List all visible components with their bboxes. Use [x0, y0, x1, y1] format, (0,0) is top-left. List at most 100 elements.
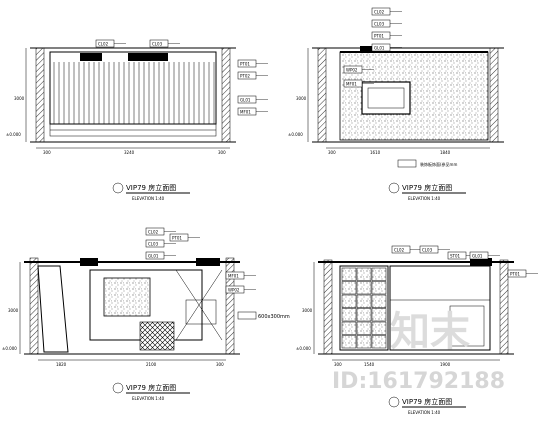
wall-hatch-left: [35, 47, 45, 143]
drawing-scale: ELEVATION 1:40: [408, 410, 441, 415]
stone-tile: [341, 335, 357, 349]
dim-mid: 3240: [124, 150, 135, 155]
dim-base: ±0.000: [2, 346, 17, 351]
stone-tile: [356, 294, 372, 308]
material-tag-label: CL03: [374, 22, 385, 27]
material-tag-label: CL02: [98, 42, 109, 47]
dim-height: 3000: [8, 308, 19, 313]
stone-tile: [356, 267, 372, 281]
material-tag-label: GL01: [240, 98, 251, 103]
dim-right: 1840: [440, 150, 451, 155]
material-tag-label: WP02: [346, 68, 358, 73]
dim-base: ±0.000: [296, 346, 311, 351]
stone-tile: [371, 321, 387, 335]
dim-left: 300: [328, 150, 336, 155]
watermark-logo: 知末: [390, 309, 470, 355]
drawing-scale: ELEVATION 1:40: [132, 396, 165, 401]
ceiling-fixture-right: [196, 258, 220, 266]
material-tag-label: CL02: [394, 248, 405, 253]
stone-tile: [371, 308, 387, 322]
dim-right: 1900: [440, 362, 451, 367]
material-tag: CL02: [391, 245, 422, 254]
material-tag: WP02: [343, 65, 374, 74]
material-tag-label: CL02: [374, 10, 385, 15]
stone-tile: [371, 335, 387, 349]
material-tag-label: GL01: [374, 46, 385, 51]
dim-mid: 2100: [146, 362, 157, 367]
material-tag: GL01: [469, 251, 500, 260]
dim-left: 300: [43, 150, 51, 155]
drawing-title: VIP79 房立面图: [402, 183, 452, 192]
material-tag-label: PT01: [240, 62, 250, 67]
drawing-note: 600x300mm: [258, 314, 290, 320]
drawing-scale: ELEVATION 1:40: [408, 196, 441, 201]
stone-tile: [356, 321, 372, 335]
watermark-id: ID:161792188: [332, 369, 505, 394]
dim-height: 3000: [296, 96, 307, 101]
drawing-title: VIP79 房立面图: [402, 397, 452, 406]
ceiling-fixture: [470, 258, 492, 266]
material-tag: MF01: [225, 271, 256, 280]
artwork-panel: [103, 277, 151, 317]
dim-left: 300: [334, 362, 342, 367]
wall-hatch-right: [489, 47, 499, 143]
top-fixture: [360, 46, 378, 52]
drawing-title: VIP79 房立面图: [126, 183, 176, 192]
stone-tile: [341, 294, 357, 308]
stone-tile: [341, 281, 357, 295]
dim-mid: 1610: [370, 150, 381, 155]
material-tag: WP02: [225, 285, 256, 294]
material-tag: PT01: [169, 233, 200, 242]
material-tag: MF01: [237, 107, 268, 116]
material-tag: GL01: [145, 251, 176, 260]
dim-base: ±0.000: [288, 132, 303, 137]
material-tag: GL01: [237, 95, 268, 104]
dim-height: 3000: [302, 308, 313, 313]
material-tag: PT01: [237, 59, 268, 68]
material-tag-label: MF01: [228, 274, 239, 279]
material-tag: CL03: [371, 19, 402, 28]
lamp-fixture-left: [80, 53, 102, 61]
material-tag-label: GL01: [472, 254, 483, 259]
material-tag-label: CL02: [148, 230, 159, 235]
dim-height: 3000: [14, 96, 25, 101]
material-tag-label: ST01: [450, 254, 461, 259]
wall-hatch-right: [499, 259, 509, 355]
stone-tile: [356, 308, 372, 322]
dim-left: 1820: [56, 362, 67, 367]
stone-tile: [356, 335, 372, 349]
wall-hatch-left: [323, 259, 333, 355]
material-tag: PT01: [371, 31, 402, 40]
material-tag: PT01: [507, 269, 538, 278]
material-tag: CL03: [419, 245, 450, 254]
drawing-title: VIP79 房立面图: [126, 383, 176, 392]
stone-tile-wall: [341, 267, 387, 349]
material-tag-label: PT02: [240, 74, 250, 79]
stone-tile: [371, 281, 387, 295]
dim-mid: 1540: [364, 362, 375, 367]
material-tag-label: MF01: [346, 82, 357, 87]
wall-hatch-left: [317, 47, 327, 143]
drawing-scale: ELEVATION 1:40: [132, 196, 165, 201]
wood-slat-panel: [53, 62, 215, 124]
material-tag: CL03: [149, 39, 180, 48]
dim-right: 300: [216, 362, 224, 367]
material-tag: PT02: [237, 71, 268, 80]
material-tag: CL02: [95, 39, 126, 48]
dim-base: ±0.000: [6, 132, 21, 137]
mirror-frame: [361, 81, 411, 115]
material-tag-label: MF01: [240, 110, 251, 115]
stone-tile: [371, 294, 387, 308]
material-tag: CL03: [145, 239, 176, 248]
material-tag-label: PT01: [510, 272, 520, 277]
material-tag-label: CL03: [422, 248, 433, 253]
floor-tile-block: [139, 321, 175, 351]
material-tag: MF01: [343, 79, 374, 88]
material-tag-label: PT01: [374, 34, 384, 39]
material-tag-label: CL03: [152, 42, 163, 47]
